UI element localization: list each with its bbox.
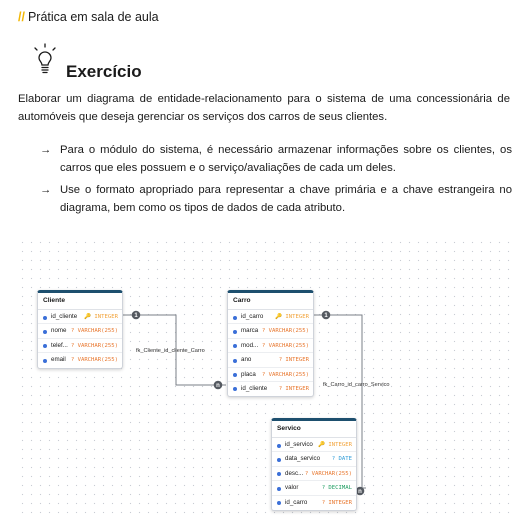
field-name: mod... (241, 341, 259, 349)
header-slashes: // (18, 10, 25, 24)
table-row[interactable]: id_servico 🔑 INTEGER (272, 438, 356, 453)
primary-key-dot (233, 315, 237, 320)
lightbulb-icon (34, 43, 56, 74)
field-type: ? VARCHAR(255) (261, 342, 309, 349)
exercise-intro: Elaborar um diagrama de entidade-relacio… (18, 93, 510, 123)
table-carro[interactable]: Carro id_carro🔑 INTEGER marca? VARCHAR(2… (227, 290, 314, 398)
primary-key-dot (277, 443, 281, 448)
field-type: 🔑 INTEGER (84, 314, 118, 320)
table-row[interactable]: nome? VARCHAR(255) (38, 324, 122, 339)
relation-label-cliente-carro: fk_Cliente_id_cliente_Carro (136, 348, 205, 354)
table-row[interactable]: marca? VARCHAR(255) (228, 324, 313, 339)
field-type: ? VARCHAR(255) (304, 470, 352, 477)
table-cliente[interactable]: Cliente id_cliente🔑 INTEGER nome? VARCHA… (37, 290, 123, 369)
field-name: nome (51, 327, 67, 335)
field-dot (233, 358, 237, 363)
field-type: ? VARCHAR(255) (70, 342, 118, 349)
field-name: email (51, 356, 66, 364)
table-title: Servico (272, 421, 356, 438)
table-row[interactable]: valor ? DECIMAL (272, 481, 356, 496)
section-header: //Prática em sala de aula (18, 10, 159, 24)
field-type: ? VARCHAR(255) (70, 357, 118, 364)
field-dot (43, 358, 47, 363)
field-type: ? DATE (331, 456, 352, 463)
table-title: Cliente (38, 293, 122, 310)
field-type: ? INTEGER (321, 499, 352, 506)
field-type: ? INTEGER (278, 385, 309, 392)
field-name: telef... (51, 341, 68, 349)
field-dot (43, 344, 47, 349)
table-row[interactable]: id_cliente 🔑 INTEGER (38, 310, 122, 325)
table-row[interactable]: id_cliente ? INTEGER (228, 382, 313, 396)
header-text: Prática em sala de aula (27, 10, 159, 24)
foreign-key-dot (233, 387, 237, 392)
field-name: desc... (285, 469, 304, 477)
relation-label-carro-servico: fk_Carro_id_carro_Servico (323, 382, 390, 388)
table-row[interactable]: telef...? VARCHAR(255) (38, 339, 122, 354)
table-servico[interactable]: Servico id_servico 🔑 INTEGER data_servico… (271, 418, 357, 511)
arrow-icon: → (40, 144, 52, 156)
field-name: id_carro (285, 498, 308, 506)
table-row[interactable]: placa ? VARCHAR(255) (228, 368, 313, 382)
table-row[interactable]: id_carro 🔑 INTEGER (228, 310, 313, 325)
field-dot (277, 486, 281, 491)
field-type: ? VARCHAR(255) (70, 328, 118, 335)
table-row[interactable]: mod...? VARCHAR(255) (228, 339, 313, 354)
field-type: ? DECIMAL (321, 485, 352, 492)
list-item: → Use o formato apropriado para represent… (40, 181, 512, 217)
table-row[interactable]: email ? VARCHAR(255) (38, 353, 122, 367)
field-name: ano (241, 356, 252, 364)
field-type: 🔑 INTEGER (318, 442, 352, 448)
foreign-key-dot (277, 501, 281, 506)
table-row[interactable]: ano ? INTEGER (228, 353, 313, 368)
field-name: placa (241, 370, 256, 378)
field-type: ? VARCHAR(255) (261, 371, 309, 378)
field-dot (233, 329, 237, 334)
field-name: valor (285, 484, 299, 492)
list-item: → Para o módulo do sistema, é necessário … (40, 141, 512, 177)
table-row[interactable]: desc...? VARCHAR(255) (272, 467, 356, 482)
field-dot (277, 472, 281, 477)
table-title: Carro (228, 293, 313, 310)
requirements-list: → Para o módulo do sistema, é necessário … (40, 141, 512, 221)
field-name: id_servico (285, 441, 313, 448)
field-type: 🔑 INTEGER (275, 314, 309, 320)
field-dot (277, 457, 281, 462)
field-name: id_cliente (51, 313, 78, 320)
table-row[interactable]: id_carro ? INTEGER (272, 496, 356, 510)
field-name: marca (241, 327, 259, 335)
field-name: id_carro (241, 313, 264, 320)
field-name: data_servico (285, 455, 321, 463)
exercise-title: Exercício (66, 62, 142, 81)
bullet-text: Para o módulo do sistema, é necessário a… (60, 144, 512, 174)
field-dot (43, 329, 47, 334)
field-name: id_cliente (241, 384, 268, 392)
arrow-icon: → (40, 184, 52, 196)
field-type: ? INTEGER (278, 357, 309, 364)
primary-key-dot (43, 315, 47, 320)
table-row[interactable]: data_servico ? DATE (272, 452, 356, 467)
bullet-text: Use o formato apropriado para representa… (60, 184, 512, 214)
field-dot (233, 373, 237, 378)
field-dot (233, 344, 237, 349)
field-type: ? VARCHAR(255) (261, 328, 309, 335)
